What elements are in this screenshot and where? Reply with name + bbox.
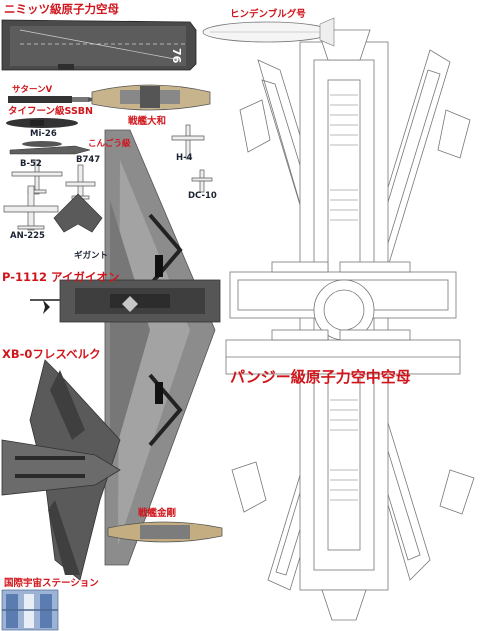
yamato-label: 戦艦大和 — [128, 116, 167, 127]
pansy-class-label: パンジー級原子力空中空母 — [230, 368, 411, 386]
b747-label: B747 — [76, 155, 101, 165]
nimitz-hull-number: 76 — [170, 48, 183, 64]
pansy-class-line-art — [225, 29, 475, 621]
fresvelk-aircraft — [1, 359, 121, 581]
dc10-aircraft — [191, 169, 213, 193]
h4-aircraft — [171, 124, 205, 160]
nimitz-label: ニミッツ級原子力空母 — [4, 2, 119, 16]
an-225-aircraft — [3, 185, 59, 231]
pansy-class-hatching — [330, 94, 358, 501]
b747-aircraft — [65, 164, 96, 200]
dc10-label: DC-10 — [188, 191, 217, 201]
aigaion-label: P-1112 アイガイオン — [2, 270, 120, 284]
kongo-label: 戦艦金剛 — [138, 508, 177, 519]
saturn-v-rocket — [8, 96, 98, 103]
aigaion-flying-wing — [30, 129, 221, 566]
h4-label: H-4 — [176, 153, 193, 163]
kongo-battleship — [107, 521, 223, 543]
typhoon-submarine — [6, 118, 78, 128]
typhoon-label: タイフーン級SSBN — [8, 106, 93, 117]
fresvelk-label: XB-0フレスベルク — [2, 347, 101, 361]
hindenburg-airship — [202, 17, 335, 47]
saturn-v-label: サターンV — [12, 85, 53, 95]
gongou-label: こんごう級 — [88, 139, 131, 149]
yamato-battleship — [91, 84, 211, 111]
nimitz-carrier: 76 — [1, 19, 197, 71]
hindenburg-label: ヒンデンブルグ号 — [230, 9, 306, 20]
mi-26-helicopter — [22, 141, 62, 147]
iss-label: 国際宇宙ステーション — [4, 578, 99, 589]
gigant-aircraft — [53, 193, 103, 233]
mi-26-label: Mi-26 — [30, 129, 57, 139]
kongou-destroyer — [9, 145, 91, 155]
an-225-label: AN-225 — [10, 231, 45, 241]
gigant-label: ギガント — [74, 251, 109, 261]
iss-station — [1, 589, 59, 631]
b52-label: B-52 — [20, 159, 42, 169]
